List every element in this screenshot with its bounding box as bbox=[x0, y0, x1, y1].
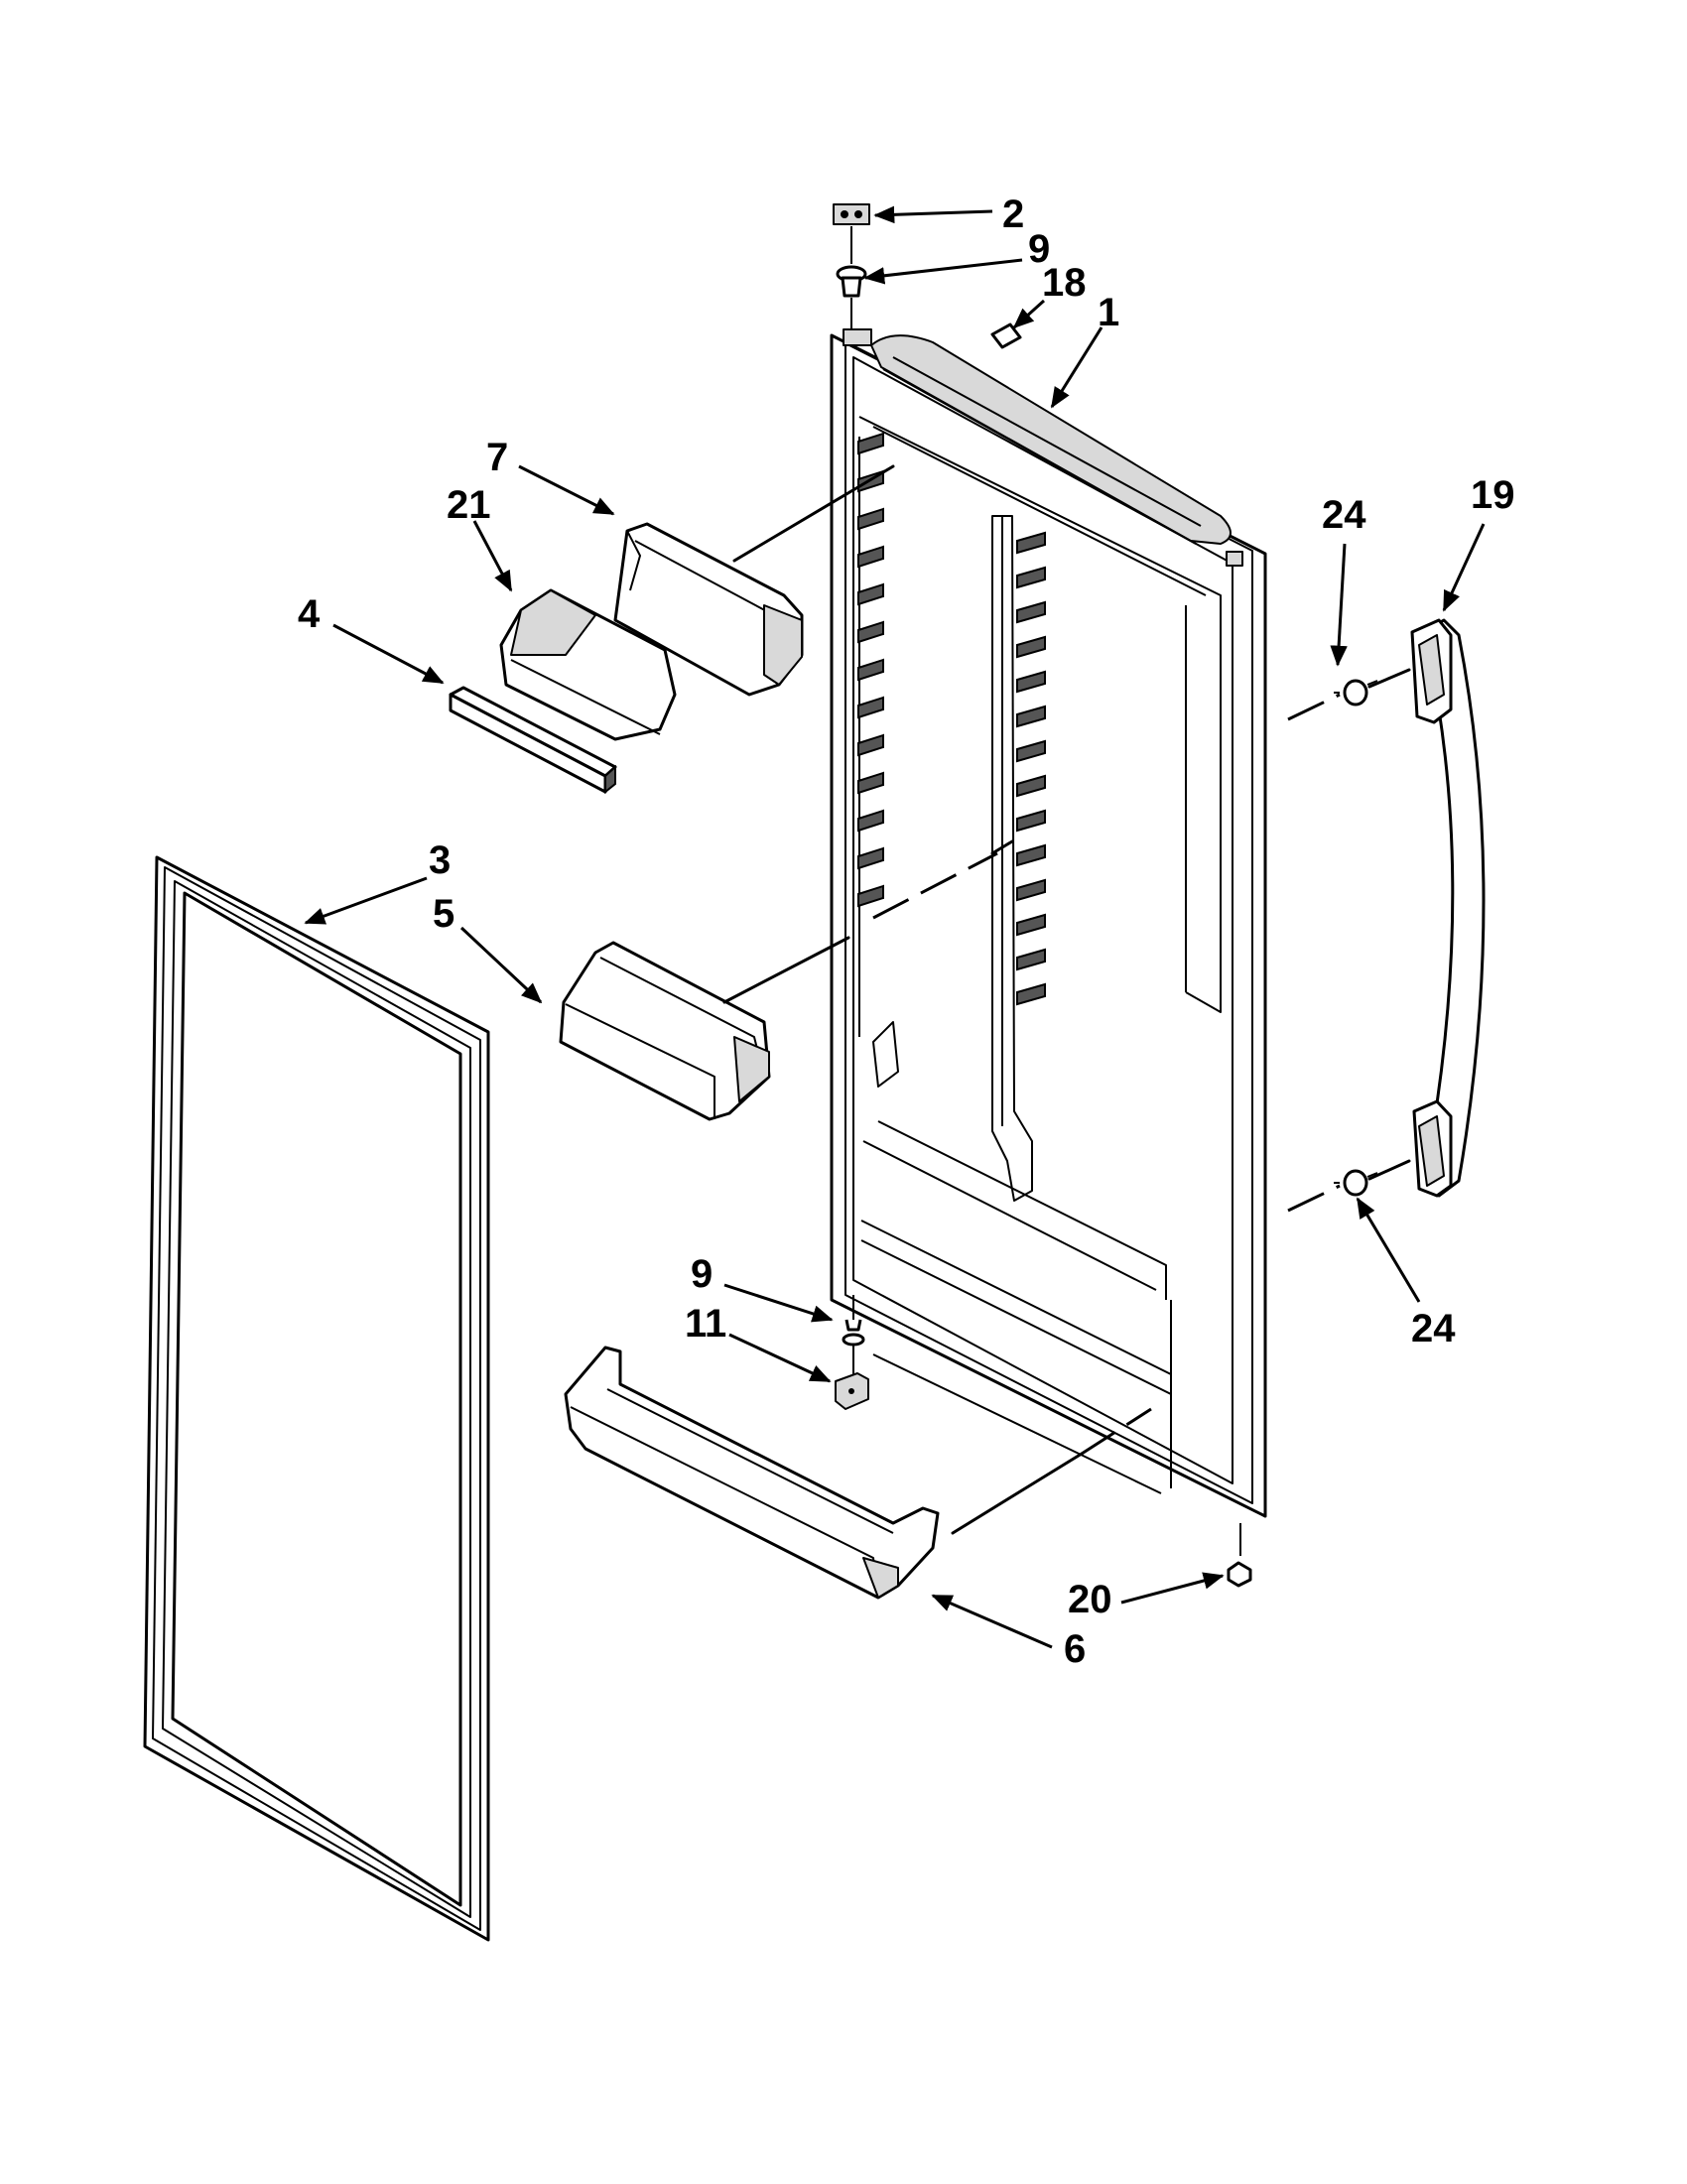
callout-24-bottom: 24 bbox=[1411, 1307, 1456, 1350]
callout-9-top: 9 bbox=[1028, 227, 1050, 271]
bottom-hinge-bushing bbox=[842, 1295, 865, 1379]
callout-6: 6 bbox=[1064, 1627, 1086, 1671]
callout-19: 19 bbox=[1471, 473, 1515, 517]
callout-5: 5 bbox=[433, 892, 454, 936]
dairy-bin bbox=[613, 522, 804, 697]
callout-2: 2 bbox=[1002, 193, 1024, 236]
assembly-lines bbox=[722, 464, 1411, 1535]
callout-24-top: 24 bbox=[1322, 493, 1366, 537]
door-liner bbox=[830, 333, 1267, 1518]
callout-18: 18 bbox=[1042, 261, 1087, 305]
liner-rack-right bbox=[1016, 531, 1046, 1006]
lower-door-bin bbox=[564, 1346, 940, 1600]
callout-7: 7 bbox=[486, 436, 508, 479]
callout-21: 21 bbox=[447, 483, 491, 527]
callout-9-bottom: 9 bbox=[691, 1252, 713, 1296]
door-stop-plug bbox=[1227, 1523, 1252, 1588]
handle-screw-top bbox=[1334, 679, 1378, 707]
callout-20: 20 bbox=[1068, 1578, 1112, 1621]
door-bin bbox=[559, 941, 771, 1121]
dairy-trim bbox=[449, 686, 617, 795]
top-hinge-plug bbox=[990, 322, 1022, 349]
leader-arrows bbox=[304, 205, 1486, 1649]
callout-11: 11 bbox=[685, 1302, 726, 1346]
callout-4: 4 bbox=[298, 592, 321, 636]
callout-3: 3 bbox=[429, 838, 451, 882]
liner-rack-left bbox=[857, 432, 884, 908]
door-gasket bbox=[143, 855, 490, 1942]
handle-screw-bottom bbox=[1334, 1169, 1378, 1197]
callout-1: 1 bbox=[1098, 291, 1119, 334]
top-hinge bbox=[833, 203, 870, 225]
dairy-cover bbox=[499, 588, 677, 741]
bottom-hinge-bracket bbox=[835, 1372, 869, 1410]
top-hinge-bushing bbox=[836, 226, 867, 298]
callout-labels: 2 9 18 1 7 21 4 3 5 24 19 24 9 11 20 6 bbox=[298, 193, 1515, 1671]
door-handle bbox=[1410, 618, 1486, 1198]
